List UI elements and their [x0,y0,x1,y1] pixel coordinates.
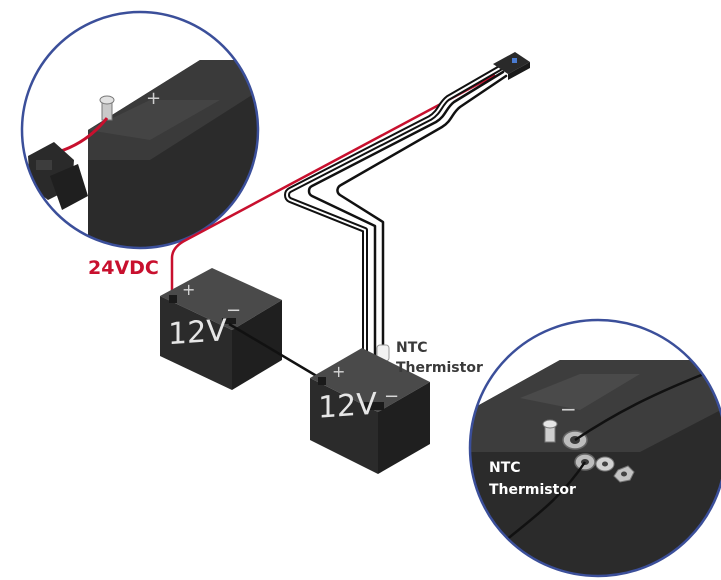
series-link-wire [228,322,321,380]
left-plus-mark: + [182,280,195,299]
wire-harness [170,52,530,404]
battery-left: + − 12V [160,268,282,390]
inset-minus-mark: − [560,397,577,421]
voltage-output-label: 24VDC [88,257,159,279]
battery-left-voltage: 12V [168,313,227,352]
harness-connector [493,52,530,80]
inset-plus-mark: + [146,88,161,109]
battery-right: + − 12V [310,348,430,474]
ntc-main-label-line1: NTC [396,340,428,356]
positive-terminal-inset: + [20,10,260,250]
red-positive-wire [170,73,496,298]
fuse-holder [28,142,88,210]
battery-right-voltage: 12V [318,387,377,426]
right-plus-mark: + [332,362,345,381]
ntc-inset-label-line2: Thermistor [489,482,576,498]
ntc-main-label-line2: Thermistor [396,360,483,376]
ntc-terminal-inset: − NTC Thermistor [468,318,721,578]
right-minus-mark: − [384,386,399,407]
left-minus-mark: − [226,300,241,321]
ntc-inset-label-line1: NTC [489,460,521,476]
